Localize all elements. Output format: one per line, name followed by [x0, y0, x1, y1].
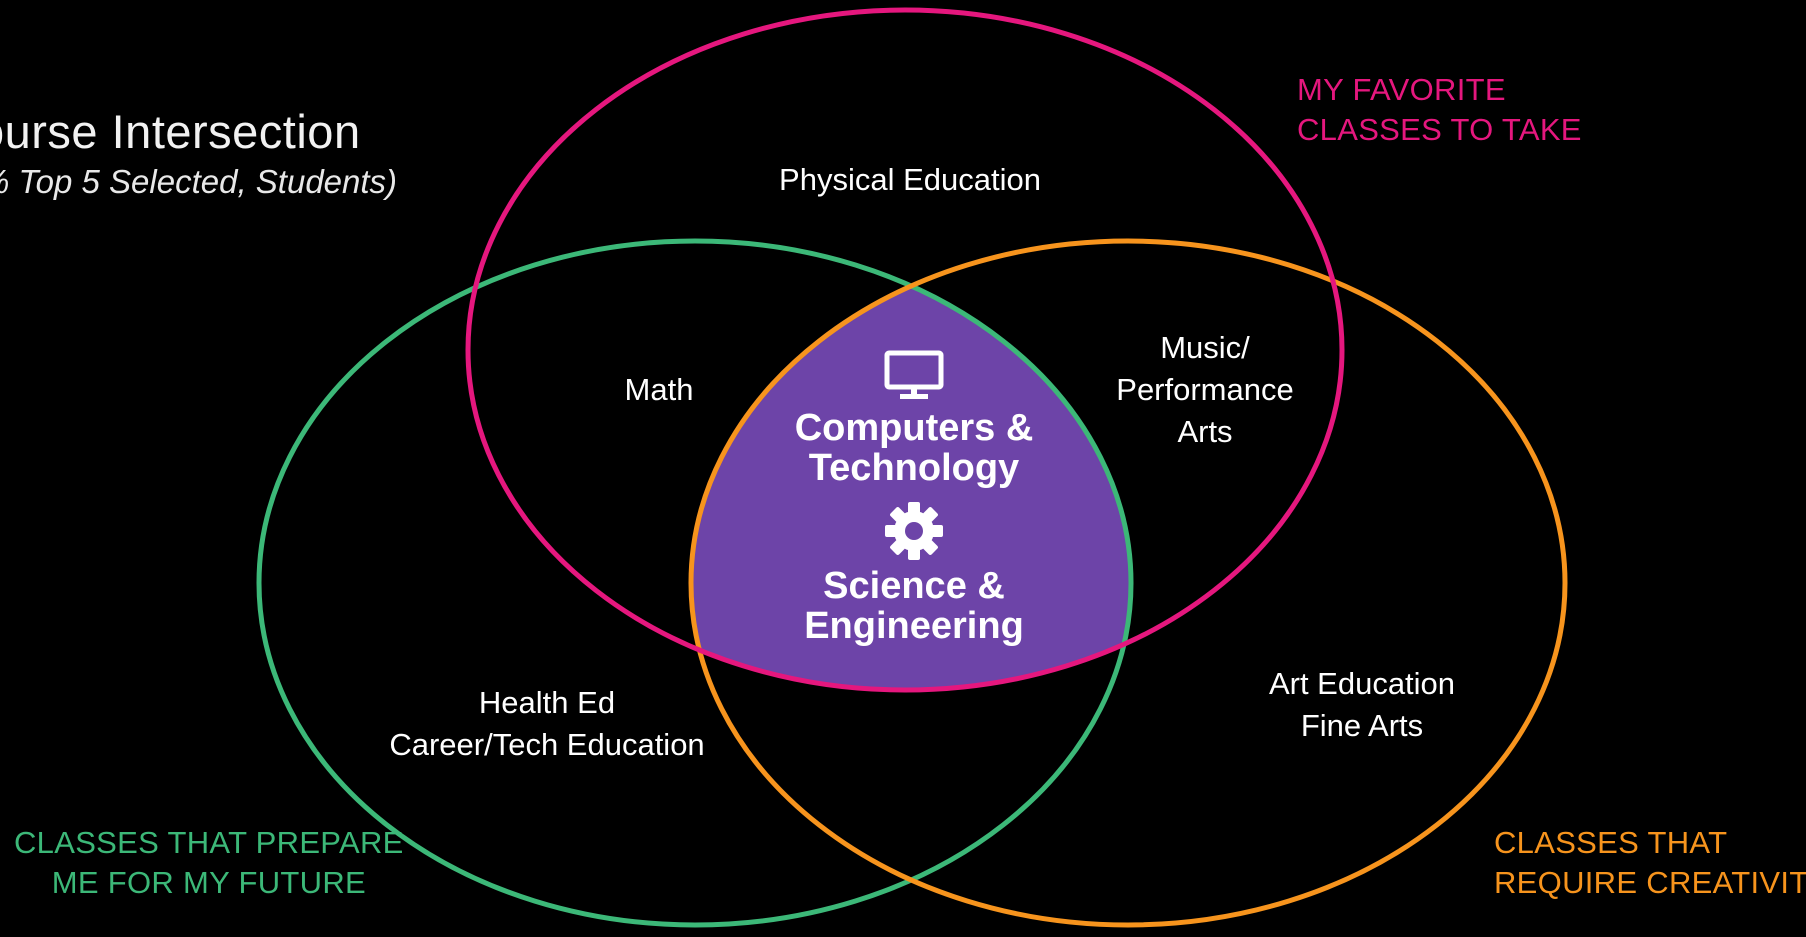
favorite-label: MY FAVORITE CLASSES TO TAKE [1297, 70, 1582, 150]
center-item2-line1: Science & [823, 565, 1005, 607]
creativity-label: CLASSES THAT REQUIRE CREATIVITY [1494, 823, 1806, 903]
creativity-label-line1: CLASSES THAT [1494, 825, 1728, 860]
region-favorite-future: Math [599, 369, 719, 411]
region-future-only: Health Ed Career/Tech Education [367, 682, 727, 766]
page-title: ourse Intersection [0, 105, 361, 158]
gear-icon [885, 502, 943, 560]
region-item: Arts [1177, 414, 1233, 449]
future-circle [256, 238, 1134, 928]
region-item: Math [624, 372, 694, 407]
monitor-icon [884, 350, 944, 399]
region-item: Art Education [1268, 666, 1456, 701]
region-item: Health Ed [478, 685, 616, 720]
region-creativity-only: Art Education Fine Arts [1230, 663, 1494, 747]
creativity-circle [688, 238, 1568, 928]
region-item: Performance [1116, 372, 1294, 407]
title-block: ourse Intersection % Top 5 Selected, Stu… [0, 104, 397, 201]
region-favorite-only: Physical Education [740, 159, 1080, 201]
region-item: Fine Arts [1300, 708, 1424, 743]
region-favorite-creativity: Music/ Performance Arts [1090, 327, 1320, 453]
region-item: Career/Tech Education [389, 727, 705, 762]
center-item1-line2: Technology [808, 447, 1020, 489]
center-item1-line1: Computers & [794, 407, 1034, 449]
favorite-circle [465, 7, 1345, 693]
future-label: CLASSES THAT PREPARE ME FOR MY FUTURE [14, 823, 404, 903]
page-subtitle: % Top 5 Selected, Students) [0, 163, 398, 200]
creativity-label-line2: REQUIRE CREATIVITY [1494, 865, 1806, 900]
center-content: Computers & Technology Science & Enginee… [784, 350, 1044, 646]
favorite-label-line2: CLASSES TO TAKE [1297, 112, 1582, 147]
region-item: Physical Education [779, 162, 1041, 197]
future-label-line1: CLASSES THAT PREPARE [14, 825, 404, 860]
favorite-label-line1: MY FAVORITE [1297, 72, 1506, 107]
center-intersection [691, 241, 1131, 690]
future-label-line2: ME FOR MY FUTURE [51, 865, 366, 900]
center-item2-line2: Engineering [804, 605, 1024, 647]
region-item: Music/ [1160, 330, 1250, 365]
